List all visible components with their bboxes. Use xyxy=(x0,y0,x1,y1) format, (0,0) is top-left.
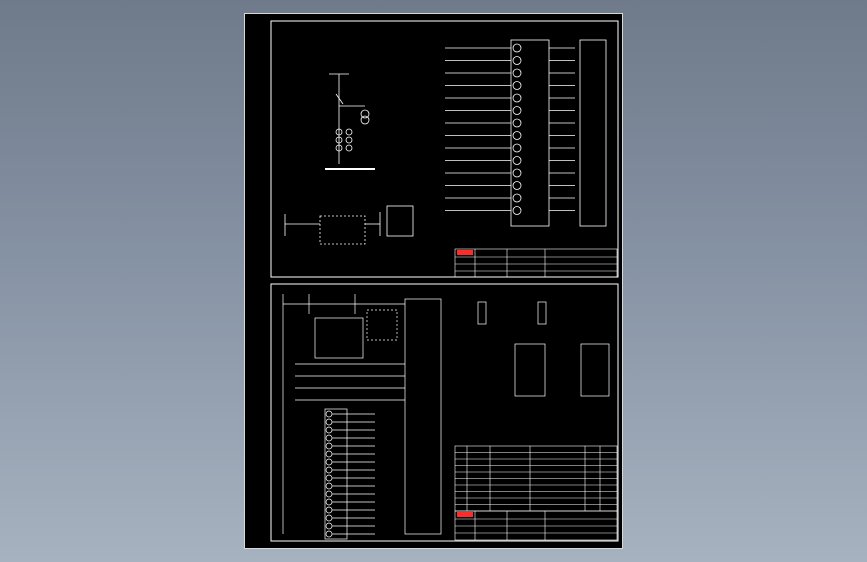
terminal-node xyxy=(325,522,333,530)
title-block-upper xyxy=(454,248,618,278)
terminal-node xyxy=(512,43,522,53)
terminal-node xyxy=(512,106,522,115)
terminal-node xyxy=(325,506,333,514)
terminal-node xyxy=(325,474,333,482)
terminal-node xyxy=(325,458,333,466)
instrument-symbols xyxy=(477,301,610,397)
terminal-node xyxy=(512,118,522,128)
terminal-node xyxy=(325,418,333,426)
terminal-node xyxy=(325,434,333,442)
terminal-node xyxy=(325,450,333,458)
terminal-node xyxy=(325,466,333,474)
terminal-node xyxy=(325,490,333,498)
terminal-strip-upper xyxy=(445,39,607,227)
terminal-node xyxy=(512,193,522,203)
drawing-sheet xyxy=(244,13,623,549)
terminal-strip-lower xyxy=(325,410,375,538)
terminal-node xyxy=(512,131,522,140)
terminal-node xyxy=(325,442,333,450)
one-line-diagram xyxy=(325,73,375,170)
terminal-node xyxy=(512,93,522,103)
lower-drawing-frame xyxy=(270,283,619,542)
terminal-node xyxy=(325,498,333,506)
terminal-node xyxy=(512,168,522,178)
terminal-node xyxy=(325,410,333,418)
control-circuit-upper xyxy=(284,205,414,245)
schematic-svg xyxy=(270,20,619,542)
equipment-table xyxy=(454,445,618,512)
terminal-node xyxy=(325,514,333,522)
terminal-node xyxy=(325,426,333,434)
terminal-node xyxy=(512,181,522,190)
terminal-node xyxy=(512,81,522,90)
title-block-lower xyxy=(454,510,618,541)
wiring-diagram xyxy=(282,294,442,540)
upper-drawing-frame xyxy=(270,20,619,278)
terminal-node xyxy=(512,156,522,165)
terminal-node xyxy=(512,56,522,65)
terminal-node xyxy=(512,143,522,153)
terminal-node xyxy=(512,68,522,78)
terminal-node xyxy=(512,206,522,215)
terminal-node xyxy=(325,530,333,538)
terminal-node xyxy=(325,482,333,490)
